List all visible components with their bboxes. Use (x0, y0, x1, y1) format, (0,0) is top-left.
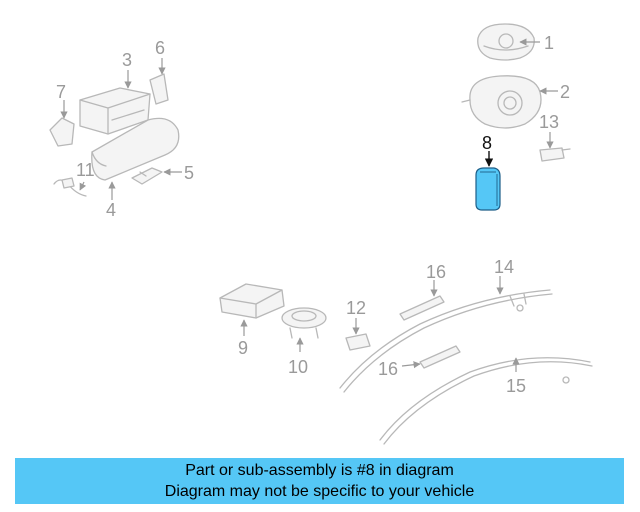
part-7-bracket[interactable] (49, 117, 75, 147)
banner-line-2: Diagram may not be specific to your vehi… (164, 483, 475, 500)
info-banner: Part or sub-assembly is #8 in diagram Di… (15, 458, 624, 504)
callout-6: 6 (155, 38, 165, 58)
part-11-wiring[interactable] (53, 177, 87, 197)
part-15-curtain-airbag[interactable] (379, 357, 593, 445)
callout-12: 12 (346, 298, 366, 318)
part-4-airbag-door[interactable] (91, 117, 180, 181)
callout-1: 1 (544, 33, 554, 53)
callout-11: 11 (76, 160, 95, 180)
callout-3: 3 (122, 50, 132, 70)
part-1-driver-airbag[interactable] (477, 23, 535, 61)
callout-13: 13 (539, 112, 559, 132)
callout-9: 9 (238, 338, 248, 358)
callout-16b: 16 (378, 359, 398, 379)
callout-5: 5 (184, 163, 194, 183)
banner-line-1: Part or sub-assembly is #8 in diagram (185, 462, 454, 479)
callout-14: 14 (494, 257, 514, 277)
part-14-curtain-airbag[interactable] (339, 289, 553, 393)
callout-8: 8 (482, 133, 492, 153)
part-12-sensor[interactable] (345, 333, 371, 351)
part-16-side-airbag-lower[interactable] (419, 345, 461, 369)
part-13-sensor[interactable] (539, 147, 571, 162)
callout-2: 2 (560, 82, 570, 102)
part-16-side-airbag-upper[interactable] (399, 295, 445, 321)
callout-7: 7 (56, 82, 66, 102)
part-10-clockspring[interactable] (281, 307, 327, 339)
part-5-connector[interactable] (131, 167, 163, 185)
callout-15: 15 (506, 376, 526, 396)
part-2-airbag-cover[interactable] (461, 75, 542, 129)
part-9-control-module[interactable] (219, 283, 285, 319)
callout-10: 10 (288, 357, 308, 377)
callout-16a: 16 (426, 262, 446, 282)
callout-4: 4 (106, 200, 116, 220)
part-6-bracket[interactable] (149, 73, 169, 105)
part-8-highlighted[interactable] (475, 167, 501, 211)
